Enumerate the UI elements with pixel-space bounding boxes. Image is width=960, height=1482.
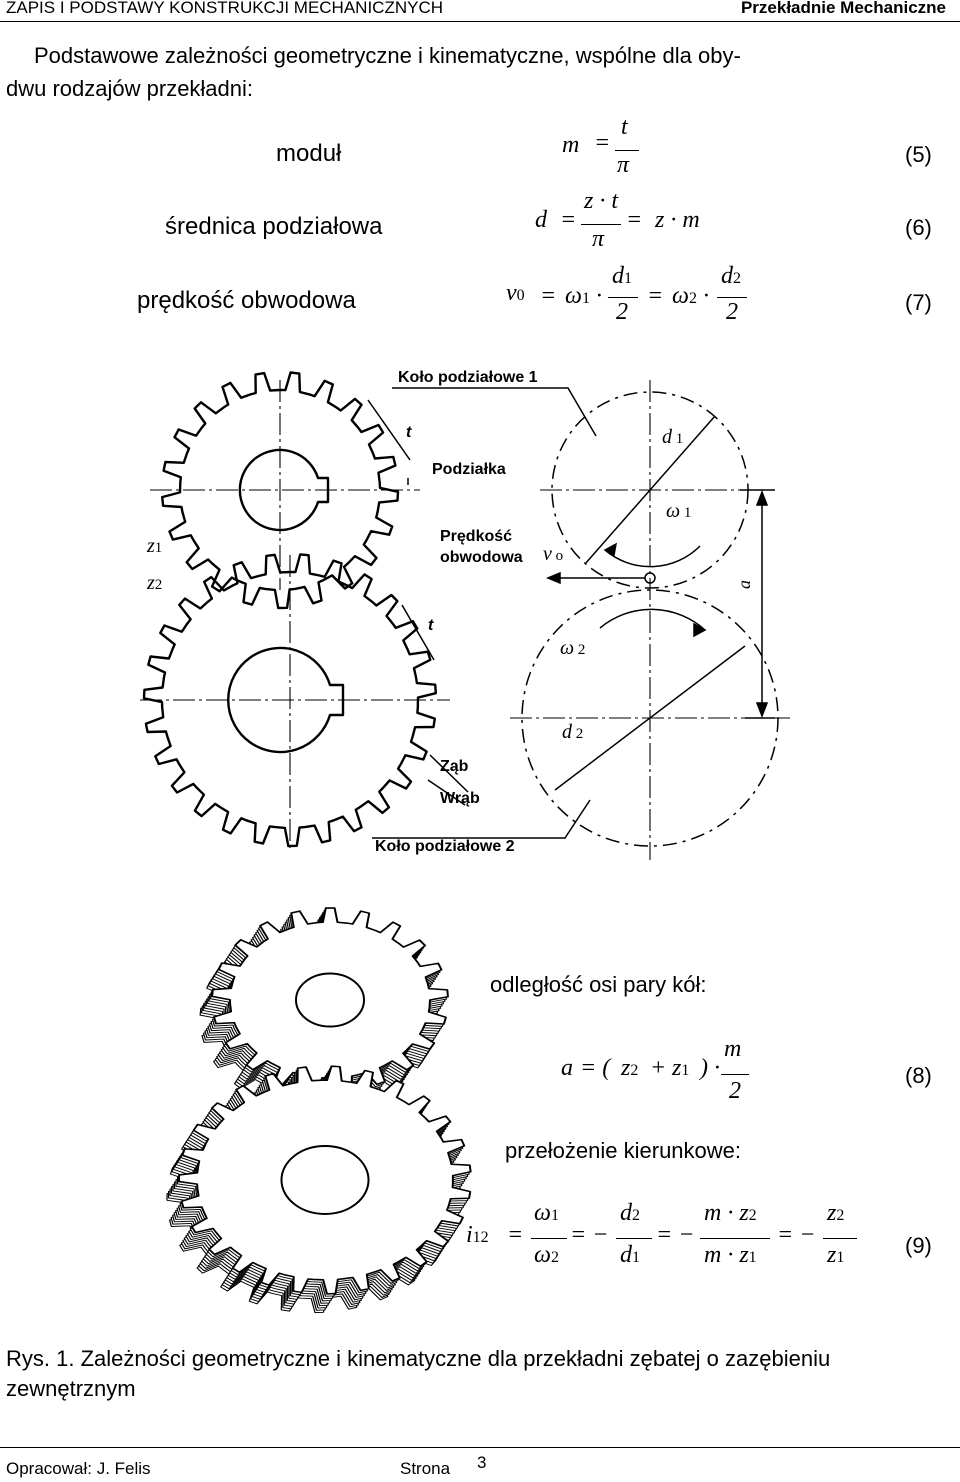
formula-6-label: średnica podziałowa bbox=[165, 213, 383, 240]
leader-kolo-1 bbox=[392, 387, 597, 437]
label-obwodowa: obwodowa bbox=[440, 549, 523, 566]
formula-9-label: przełożenie kierunkowe: bbox=[505, 1138, 742, 1163]
gear-1-hub bbox=[238, 448, 330, 532]
diameter-d2-line bbox=[554, 645, 746, 791]
gear-1-3d bbox=[199, 907, 449, 1111]
label-predkosc: Prędkość bbox=[440, 528, 513, 545]
leader-kolo-2 bbox=[372, 799, 591, 839]
label-zab: Ząb bbox=[440, 758, 469, 775]
label-t-bottom: t bbox=[428, 617, 434, 634]
footer-page-label: Strona bbox=[400, 1459, 451, 1478]
omega-2-arc bbox=[599, 608, 706, 631]
gear-2-3d bbox=[166, 1065, 472, 1314]
label-wrab: Wrąb bbox=[440, 790, 480, 807]
omega-2-arrowhead bbox=[693, 622, 707, 638]
gear-2-hub bbox=[227, 646, 345, 754]
label-t-top: t bbox=[406, 424, 412, 441]
gears-3d-illustration bbox=[166, 907, 472, 1314]
gear-2-outline bbox=[142, 553, 437, 848]
velocity-arrowhead bbox=[546, 571, 561, 585]
formula-7-number: (7) bbox=[905, 290, 932, 315]
label-kolo-podzialowe-1: Koło podziałowe 1 bbox=[398, 369, 538, 386]
pitch-t-top bbox=[367, 399, 411, 461]
footer-page-number: 3 bbox=[477, 1453, 487, 1472]
diameter-d1-line bbox=[584, 415, 716, 565]
gear-diagram bbox=[140, 371, 790, 860]
intro-line-1: Podstawowe zależności geometryczne i kin… bbox=[34, 43, 741, 68]
formula-8-label: odległość osi pary kół: bbox=[490, 972, 707, 997]
omega-1-arc bbox=[604, 545, 701, 568]
label-kolo-podzialowe-2: Koło podziałowe 2 bbox=[375, 838, 515, 855]
pitch-t-bottom bbox=[401, 604, 435, 661]
dim-a-arrow-bottom bbox=[755, 702, 769, 719]
header-right: Przekładnie Mechaniczne bbox=[740, 0, 946, 17]
formula-5-label: moduł bbox=[276, 140, 342, 167]
header-left: ZAPIS I PODSTAWY KONSTRUKCJI MECHANICZNY… bbox=[6, 0, 444, 17]
formula-5-number: (5) bbox=[905, 142, 932, 167]
leader-zab bbox=[429, 754, 469, 793]
header-rule bbox=[0, 21, 960, 22]
label-podzialka: Podziałka bbox=[432, 461, 506, 478]
leader-wrab bbox=[427, 779, 466, 806]
omega-1-arrowhead bbox=[603, 542, 618, 557]
formula-8-number: (8) bbox=[905, 1063, 932, 1088]
footer-rule bbox=[0, 1447, 960, 1448]
dim-a-arrow-top bbox=[755, 489, 769, 506]
gear-1-outline bbox=[161, 371, 400, 610]
figure-caption-line-2: zewnętrznym bbox=[6, 1376, 136, 1401]
footer-author: Opracował: J. Felis bbox=[6, 1459, 151, 1478]
formula-6-number: (6) bbox=[905, 215, 932, 240]
intro-line-2: dwu rodzajów przekładni: bbox=[6, 76, 254, 101]
formula-9-number: (9) bbox=[905, 1233, 932, 1258]
contact-point bbox=[644, 572, 656, 584]
figure-caption-line-1: Rys. 1. Zależności geometryczne i kinema… bbox=[6, 1346, 831, 1371]
formula-7-label: prędkość obwodowa bbox=[137, 287, 356, 314]
